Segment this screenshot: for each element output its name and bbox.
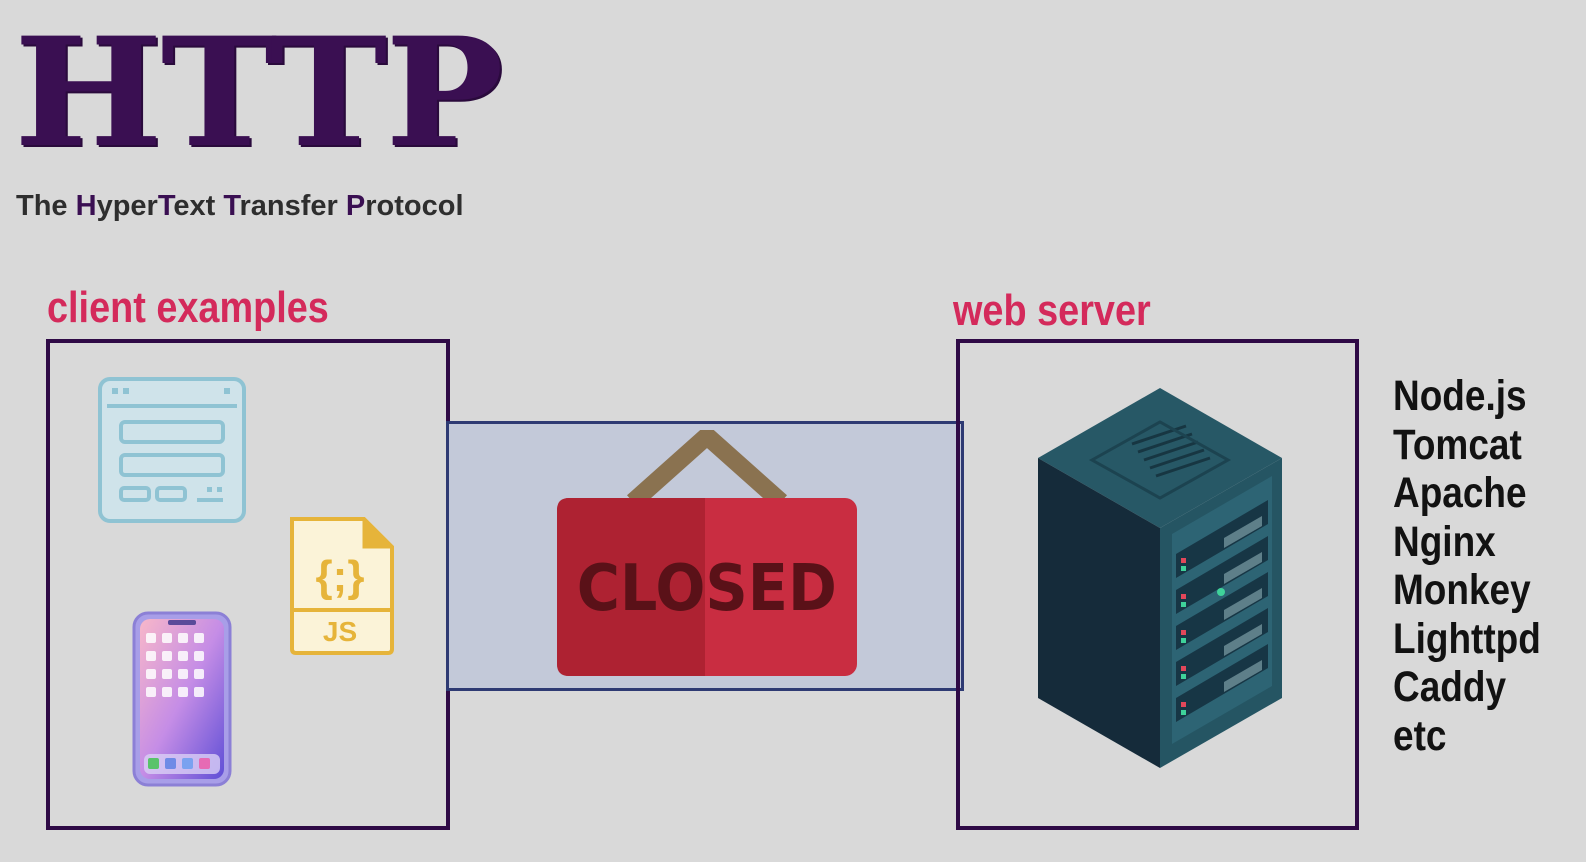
subtitle-initial: H — [75, 190, 97, 222]
subtitle-initial: T — [157, 190, 174, 222]
closed-sign-text: CLOSED — [577, 551, 837, 626]
web-server-example: etc — [1393, 711, 1447, 760]
subtitle-initial: P — [345, 190, 366, 222]
web-server-example: Apache — [1393, 469, 1527, 517]
web-server-example: Nginx — [1393, 517, 1496, 566]
client-examples-heading: client examples — [47, 283, 329, 332]
web-server-examples-list: Node.js Tomcat Apache Nginx Monkey Light… — [1393, 372, 1541, 760]
js-label-text: JS — [323, 616, 357, 647]
subtitle-initial: T — [223, 190, 240, 222]
page-title: HTTP — [14, 5, 504, 181]
subtitle-text: ransfer — [239, 190, 346, 222]
page-subtitle: The HyperText Transfer Protocol — [16, 190, 464, 223]
web-server-example: Monkey — [1393, 566, 1531, 614]
web-server-heading: web server — [953, 286, 1151, 335]
web-server-example: Caddy — [1393, 663, 1507, 711]
js-file-icon: {;} JS — [290, 517, 394, 655]
web-server-example: Node.js — [1393, 372, 1527, 420]
browser-window-icon — [98, 377, 246, 523]
web-server-example: Lighttpd — [1393, 614, 1541, 663]
web-server-example: Tomcat — [1393, 420, 1522, 469]
smartphone-icon — [132, 611, 232, 787]
closed-sign-icon: CLOSED — [557, 430, 857, 676]
subtitle-text: ext — [173, 190, 224, 222]
subtitle-text: yper — [96, 190, 158, 222]
web-server-box — [956, 339, 1359, 830]
js-braces-text: {;} — [316, 552, 365, 601]
subtitle-text: The — [16, 190, 76, 222]
subtitle-text: rotocol — [365, 190, 464, 222]
server-rack-icon — [1038, 388, 1282, 768]
